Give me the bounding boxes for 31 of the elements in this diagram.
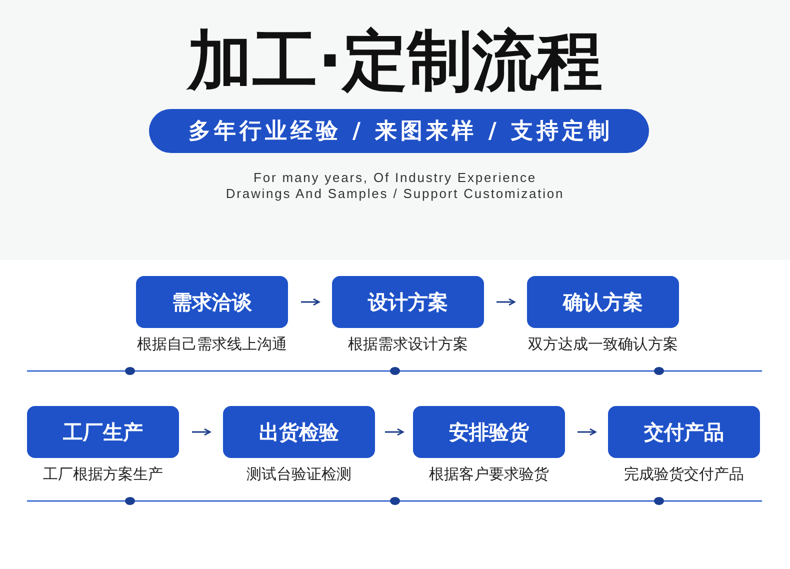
arrow	[578, 428, 596, 436]
step-title: 工厂生产	[63, 420, 143, 444]
step-title: 需求洽谈	[172, 290, 252, 314]
arrow	[496, 298, 516, 306]
step-description: 根据需求设计方案	[348, 335, 468, 353]
process-box	[332, 276, 484, 328]
banner-pill	[149, 109, 649, 153]
step-description: 工厂根据方案生产	[43, 465, 163, 483]
arrow	[385, 428, 404, 436]
process-box	[136, 276, 288, 328]
banner-text: 多年行业经验 / 来图来样 / 支持定制	[187, 118, 614, 144]
arrow	[301, 298, 320, 306]
step-title: 确认方案	[563, 290, 643, 314]
step-description: 测试台验证检测	[246, 465, 352, 483]
step-description: 完成验货交付产品	[624, 465, 744, 483]
process-box	[223, 406, 375, 458]
step-title: 交付产品	[644, 420, 724, 444]
step-description: 双方达成一致确认方案	[528, 335, 678, 353]
subtitle-text: For many years, Of Industry Experience	[254, 170, 536, 186]
arrow	[192, 428, 211, 436]
step-description: 根据客户要求验货	[429, 465, 549, 483]
process-box	[27, 406, 179, 458]
page-title: 加工·定制流程	[188, 23, 602, 101]
step-description: 根据自己需求线上沟通	[137, 335, 287, 353]
process-box	[527, 276, 679, 328]
step-title: 设计方案	[368, 290, 448, 314]
subtitle-text: Drawings And Samples / Support Customization	[226, 186, 564, 202]
process-box	[413, 406, 565, 458]
process-box	[608, 406, 760, 458]
step-title: 安排验货	[449, 420, 529, 444]
step-title: 出货检验	[259, 420, 339, 444]
